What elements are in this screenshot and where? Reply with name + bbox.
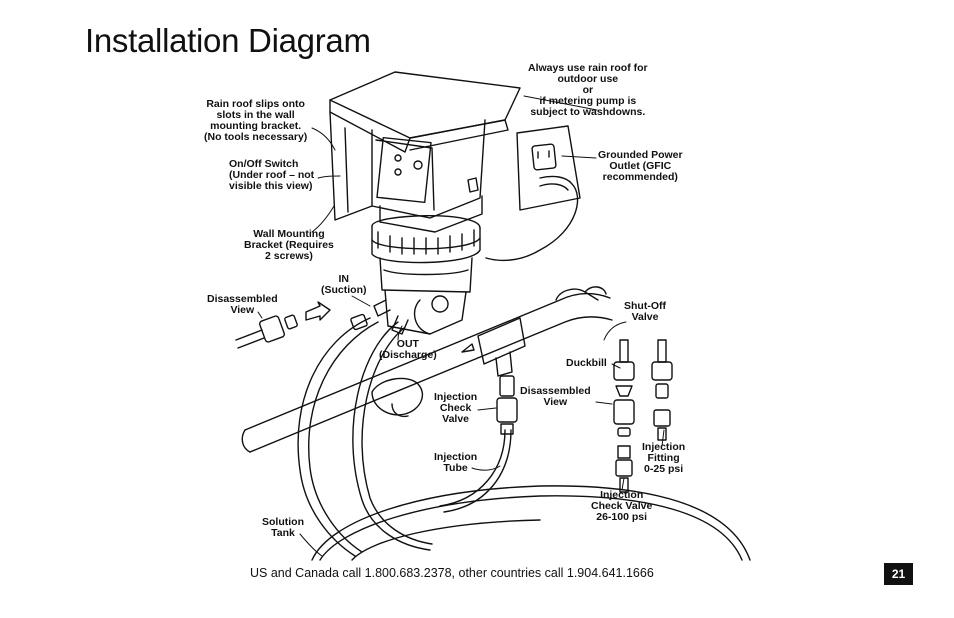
right-check-valve-assemblies [496,339,673,493]
page-number: 21 [884,563,913,585]
label-duckbill: Duckbill [566,357,607,369]
main-pipe-drawing [241,286,613,453]
outlet-drawing [485,125,581,262]
footer-contact: US and Canada call 1.800.683.2378, other… [250,566,654,580]
label-in-suction: IN(Suction) [321,273,367,296]
metering-pump-drawing [329,71,521,335]
solution-tank-drawing [311,485,751,561]
leader-lines [257,95,665,557]
left-disassembled-fittings [235,301,368,349]
label-out-discharge: OUT(Discharge) [379,338,437,361]
label-on-off-switch: On/Off Switch(Under roof – not visible t… [229,158,315,192]
page-title: Installation Diagram [85,22,371,59]
tubing-drawing [297,317,512,557]
